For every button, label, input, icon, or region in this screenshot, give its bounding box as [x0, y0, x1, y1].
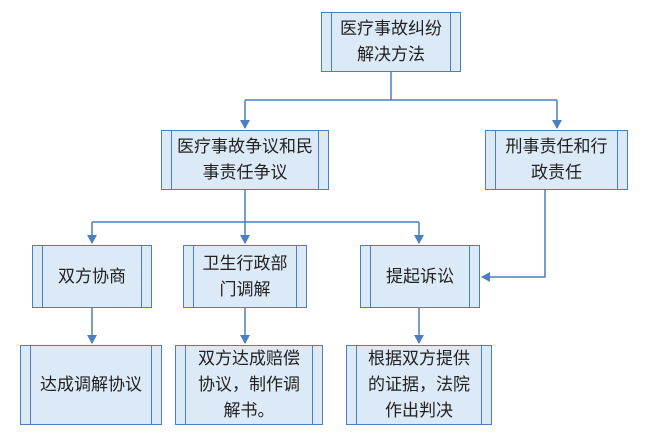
node-root-label: 医疗事故纠纷解决方法 — [331, 12, 451, 72]
node-negotiate-label: 双方协商 — [42, 245, 142, 308]
node-health-label: 卫生行政部门调解 — [193, 245, 297, 308]
node-mediation-agreement-label: 达成调解协议 — [30, 345, 152, 425]
node-civil-label: 医疗事故争议和民事责任争议 — [171, 130, 319, 190]
node-compensation-label: 双方达成赔偿协议，制作调解书。 — [185, 345, 313, 425]
node-verdict-label: 根据双方提供的证据，法院作出判决 — [356, 345, 482, 425]
node-compensation: 双方达成赔偿协议，制作调解书。 — [175, 345, 323, 425]
node-civil: 医疗事故争议和民事责任争议 — [161, 130, 329, 190]
arrow-criminal-to-lawsuit — [481, 190, 546, 282]
node-criminal: 刑事责任和行政责任 — [485, 130, 628, 190]
node-mediation-agreement: 达成调解协议 — [20, 345, 162, 425]
node-lawsuit: 提起诉讼 — [360, 245, 480, 308]
node-root: 医疗事故纠纷解决方法 — [321, 12, 461, 72]
node-lawsuit-label: 提起诉讼 — [370, 245, 470, 308]
node-health: 卫生行政部门调解 — [183, 245, 307, 308]
node-negotiate: 双方协商 — [32, 245, 152, 308]
node-verdict: 根据双方提供的证据，法院作出判决 — [346, 345, 492, 425]
node-criminal-label: 刑事责任和行政责任 — [495, 130, 618, 190]
